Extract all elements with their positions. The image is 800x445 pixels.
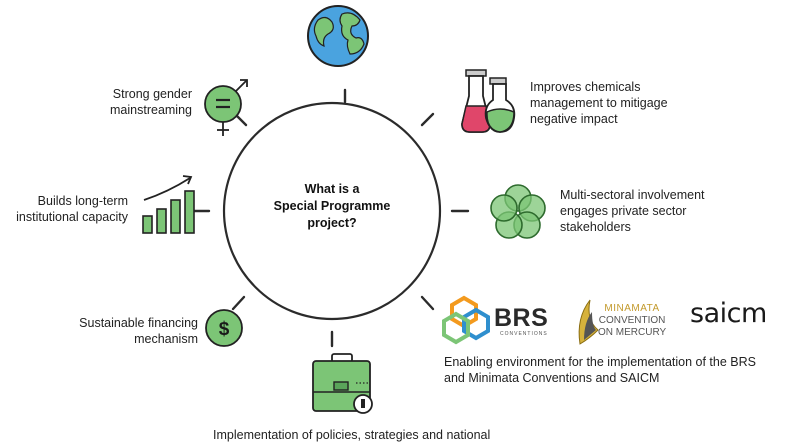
overlapping-circles-icon xyxy=(490,184,546,239)
enabling-label: Enabling environment for the implementat… xyxy=(444,355,756,385)
briefcase-icon xyxy=(312,353,373,414)
dollar-coin-icon: $ xyxy=(205,309,243,347)
growth-bar-chart-icon xyxy=(142,175,195,234)
spokes xyxy=(192,88,470,348)
center-question: What is a Special Programme project? xyxy=(262,181,402,232)
multisector-label: Multi-sectoral involvement engages priva… xyxy=(560,188,705,234)
center-line-2: Special Programme xyxy=(273,199,391,213)
gender-equality-icon xyxy=(204,79,248,136)
financing-label: Sustainable financing mechanism xyxy=(79,316,198,346)
brs-logo-mark xyxy=(442,295,490,345)
implementation-label: Implementation of policies, strategies a… xyxy=(213,428,491,442)
svg-text:$: $ xyxy=(219,319,230,340)
brs-logo-text: BRS xyxy=(494,304,549,332)
minamata-logo-mark xyxy=(578,299,599,345)
gender-label: Strong gender mainstreaming xyxy=(110,87,192,117)
center-line-1: What is a xyxy=(304,182,360,196)
chemicals-label: Improves chemicals management to mitigag… xyxy=(530,80,668,126)
lab-flask-icon xyxy=(461,69,516,133)
minamata-logo-text: MINAMATA CONVENTION ON MERCURY xyxy=(598,303,667,338)
saicm-logo: saicm xyxy=(690,298,767,329)
center-line-3: project? xyxy=(307,216,357,230)
center-circle xyxy=(222,101,442,321)
brs-logo-subtext: CONVENTIONS xyxy=(500,331,548,337)
capacity-label: Builds long-term institutional capacity xyxy=(16,194,128,224)
globe-icon xyxy=(307,5,369,67)
